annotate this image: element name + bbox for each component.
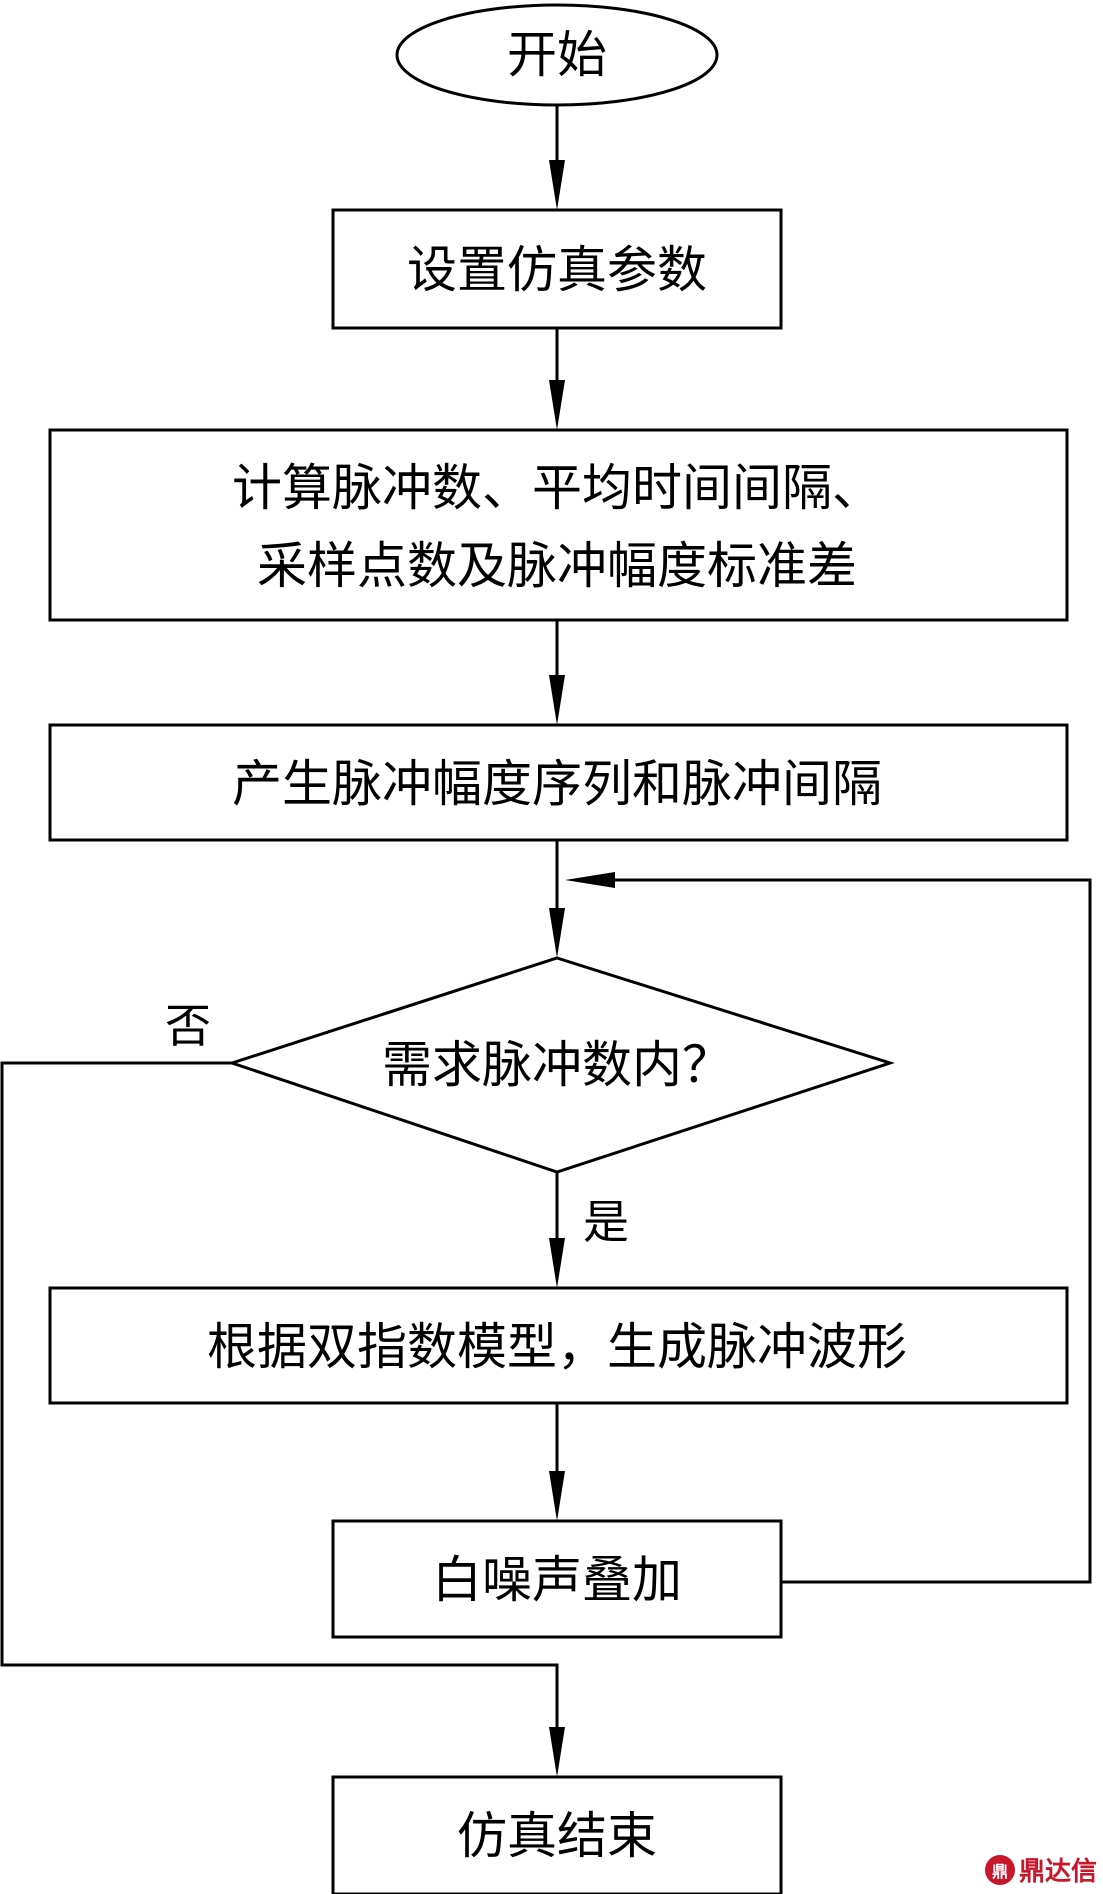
compute-box [48,428,1069,622]
generate-sequence-label: 产生脉冲幅度序列和脉冲间隔 [232,755,882,813]
add-noise-label: 白噪声叠加 [432,1551,682,1609]
arrowhead-sequence [549,675,565,725]
set-params-label: 设置仿真参数 [407,241,707,299]
decision-label: 需求脉冲数内？ [382,1036,732,1094]
generate-waveform-box [48,1286,1069,1405]
generate-waveform-label: 根据双指数模型，生成脉冲波形 [207,1318,907,1376]
watermark-seal-icon: 鼎 [984,1854,1015,1885]
arrowhead-end [549,1727,565,1777]
set-params-box [331,208,783,330]
arrowhead-params [549,160,565,210]
generate-sequence-box [48,723,1069,842]
watermark-logo: 鼎 鼎达信 [984,1851,1097,1888]
arrowhead-decision [549,908,565,958]
watermark-text: 鼎达信 [1018,1857,1097,1887]
arrowhead-noise [549,1471,565,1521]
arrowhead-waveform [549,1238,565,1288]
end-label: 仿真结束 [457,1807,657,1865]
no-label: 否 [165,999,211,1053]
start-label: 开始 [507,26,607,84]
yes-label: 是 [583,1195,629,1249]
edge-loop-back [590,878,1092,1584]
arrowhead-compute [549,380,565,430]
edge-decision-no [0,1061,559,1752]
compute-label-line1: 计算脉冲数、平均时间间隔、 [232,459,882,517]
arrowhead-loop [565,872,615,888]
compute-label-line2: 采样点数及脉冲幅度标准差 [257,537,857,595]
